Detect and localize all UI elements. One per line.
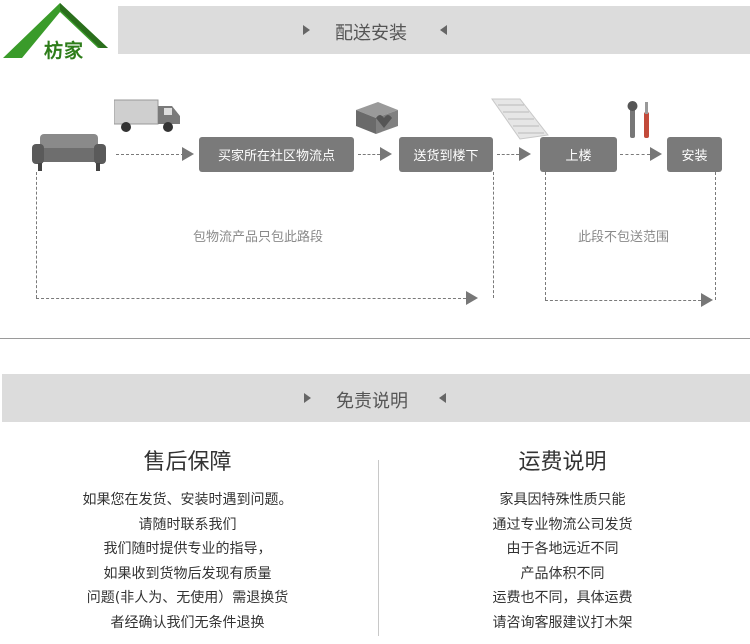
triangle-right-icon — [303, 25, 310, 35]
coverage-bracket-right — [715, 172, 716, 300]
shipping-line: 产品体积不同 — [520, 565, 605, 582]
arrow-right-icon — [701, 293, 713, 307]
coverage-bracket-left — [493, 172, 494, 298]
excluded-segment-note: 此段不包送范围 — [578, 230, 670, 245]
triangle-left-icon — [439, 393, 446, 403]
brand-logo: 枋家 — [0, 0, 118, 62]
arrow-right-icon — [519, 147, 531, 161]
after-sales-line: 请随时联系我们 — [138, 516, 237, 533]
install-section-title: 配送安装 — [335, 23, 407, 44]
shipping-line: 由于各地远近不同 — [506, 541, 619, 557]
step-upstairs: 上楼 — [540, 137, 617, 172]
shipping-line: 请咨询客服建议打木架 — [492, 614, 633, 631]
after-sales-line: 问题(非人为、无使用）需退换货 — [86, 590, 289, 606]
disclaimer-section-header: 免责说明 — [2, 374, 750, 422]
coverage-bracket-left — [36, 298, 466, 299]
after-sales-line: 我们随时提供专业的指导， — [103, 541, 272, 557]
flow-connector — [358, 154, 380, 155]
stairs-icon — [491, 98, 549, 140]
arrow-right-icon — [380, 147, 392, 161]
shipping-text: 家具因特殊性质只能 通过专业物流公司发货 由于各地远近不同 产品体积不同 运费也… — [415, 488, 710, 635]
coverage-bracket-right — [545, 300, 701, 301]
column-divider — [378, 460, 379, 636]
arrow-right-icon — [650, 147, 662, 161]
install-section-header: 配送安装 — [118, 6, 750, 54]
package-icon — [356, 102, 398, 134]
shipping-title: 运费说明 — [518, 450, 607, 475]
step-install: 安装 — [667, 137, 722, 172]
coverage-bracket-left — [36, 172, 37, 298]
flow-connector — [116, 154, 184, 155]
section-divider — [0, 338, 750, 339]
step-label: 买家所在社区物流点 — [217, 149, 335, 164]
step-label: 送货到楼下 — [413, 149, 479, 164]
flow-connector — [620, 154, 650, 155]
after-sales-title: 售后保障 — [143, 450, 232, 475]
step-community-depot: 买家所在社区物流点 — [199, 137, 354, 172]
flow-connector — [497, 154, 519, 155]
after-sales-line: 如果您在发货、安装时遇到问题。 — [82, 492, 293, 508]
triangle-left-icon — [440, 25, 447, 35]
tools-icon — [627, 101, 649, 138]
step-label: 上楼 — [565, 149, 592, 164]
after-sales-line: 者经确认我们无条件退换 — [110, 614, 265, 631]
shipping-line: 运费也不同，具体运费 — [492, 590, 633, 606]
disclaimer-section-title: 免责说明 — [336, 391, 408, 412]
house-roof-icon — [3, 3, 108, 58]
arrow-right-icon — [182, 147, 194, 161]
after-sales-text: 如果您在发货、安装时遇到问题。 请随时联系我们 我们随时提供专业的指导， 如果收… — [40, 488, 335, 635]
triangle-right-icon — [304, 393, 311, 403]
sofa-icon — [32, 134, 106, 171]
arrow-right-icon — [466, 291, 478, 305]
step-label: 安装 — [681, 149, 708, 164]
brand-name: 枋家 — [44, 40, 85, 62]
shipping-line: 家具因特殊性质只能 — [499, 492, 626, 508]
coverage-bracket-right — [545, 172, 546, 300]
covered-segment-note: 包物流产品只包此路段 — [193, 230, 324, 245]
truck-icon — [114, 99, 180, 132]
shipping-line: 通过专业物流公司发货 — [492, 516, 633, 533]
after-sales-line: 如果收到货物后发现有质量 — [103, 565, 272, 582]
step-deliver-downstairs: 送货到楼下 — [399, 137, 493, 172]
